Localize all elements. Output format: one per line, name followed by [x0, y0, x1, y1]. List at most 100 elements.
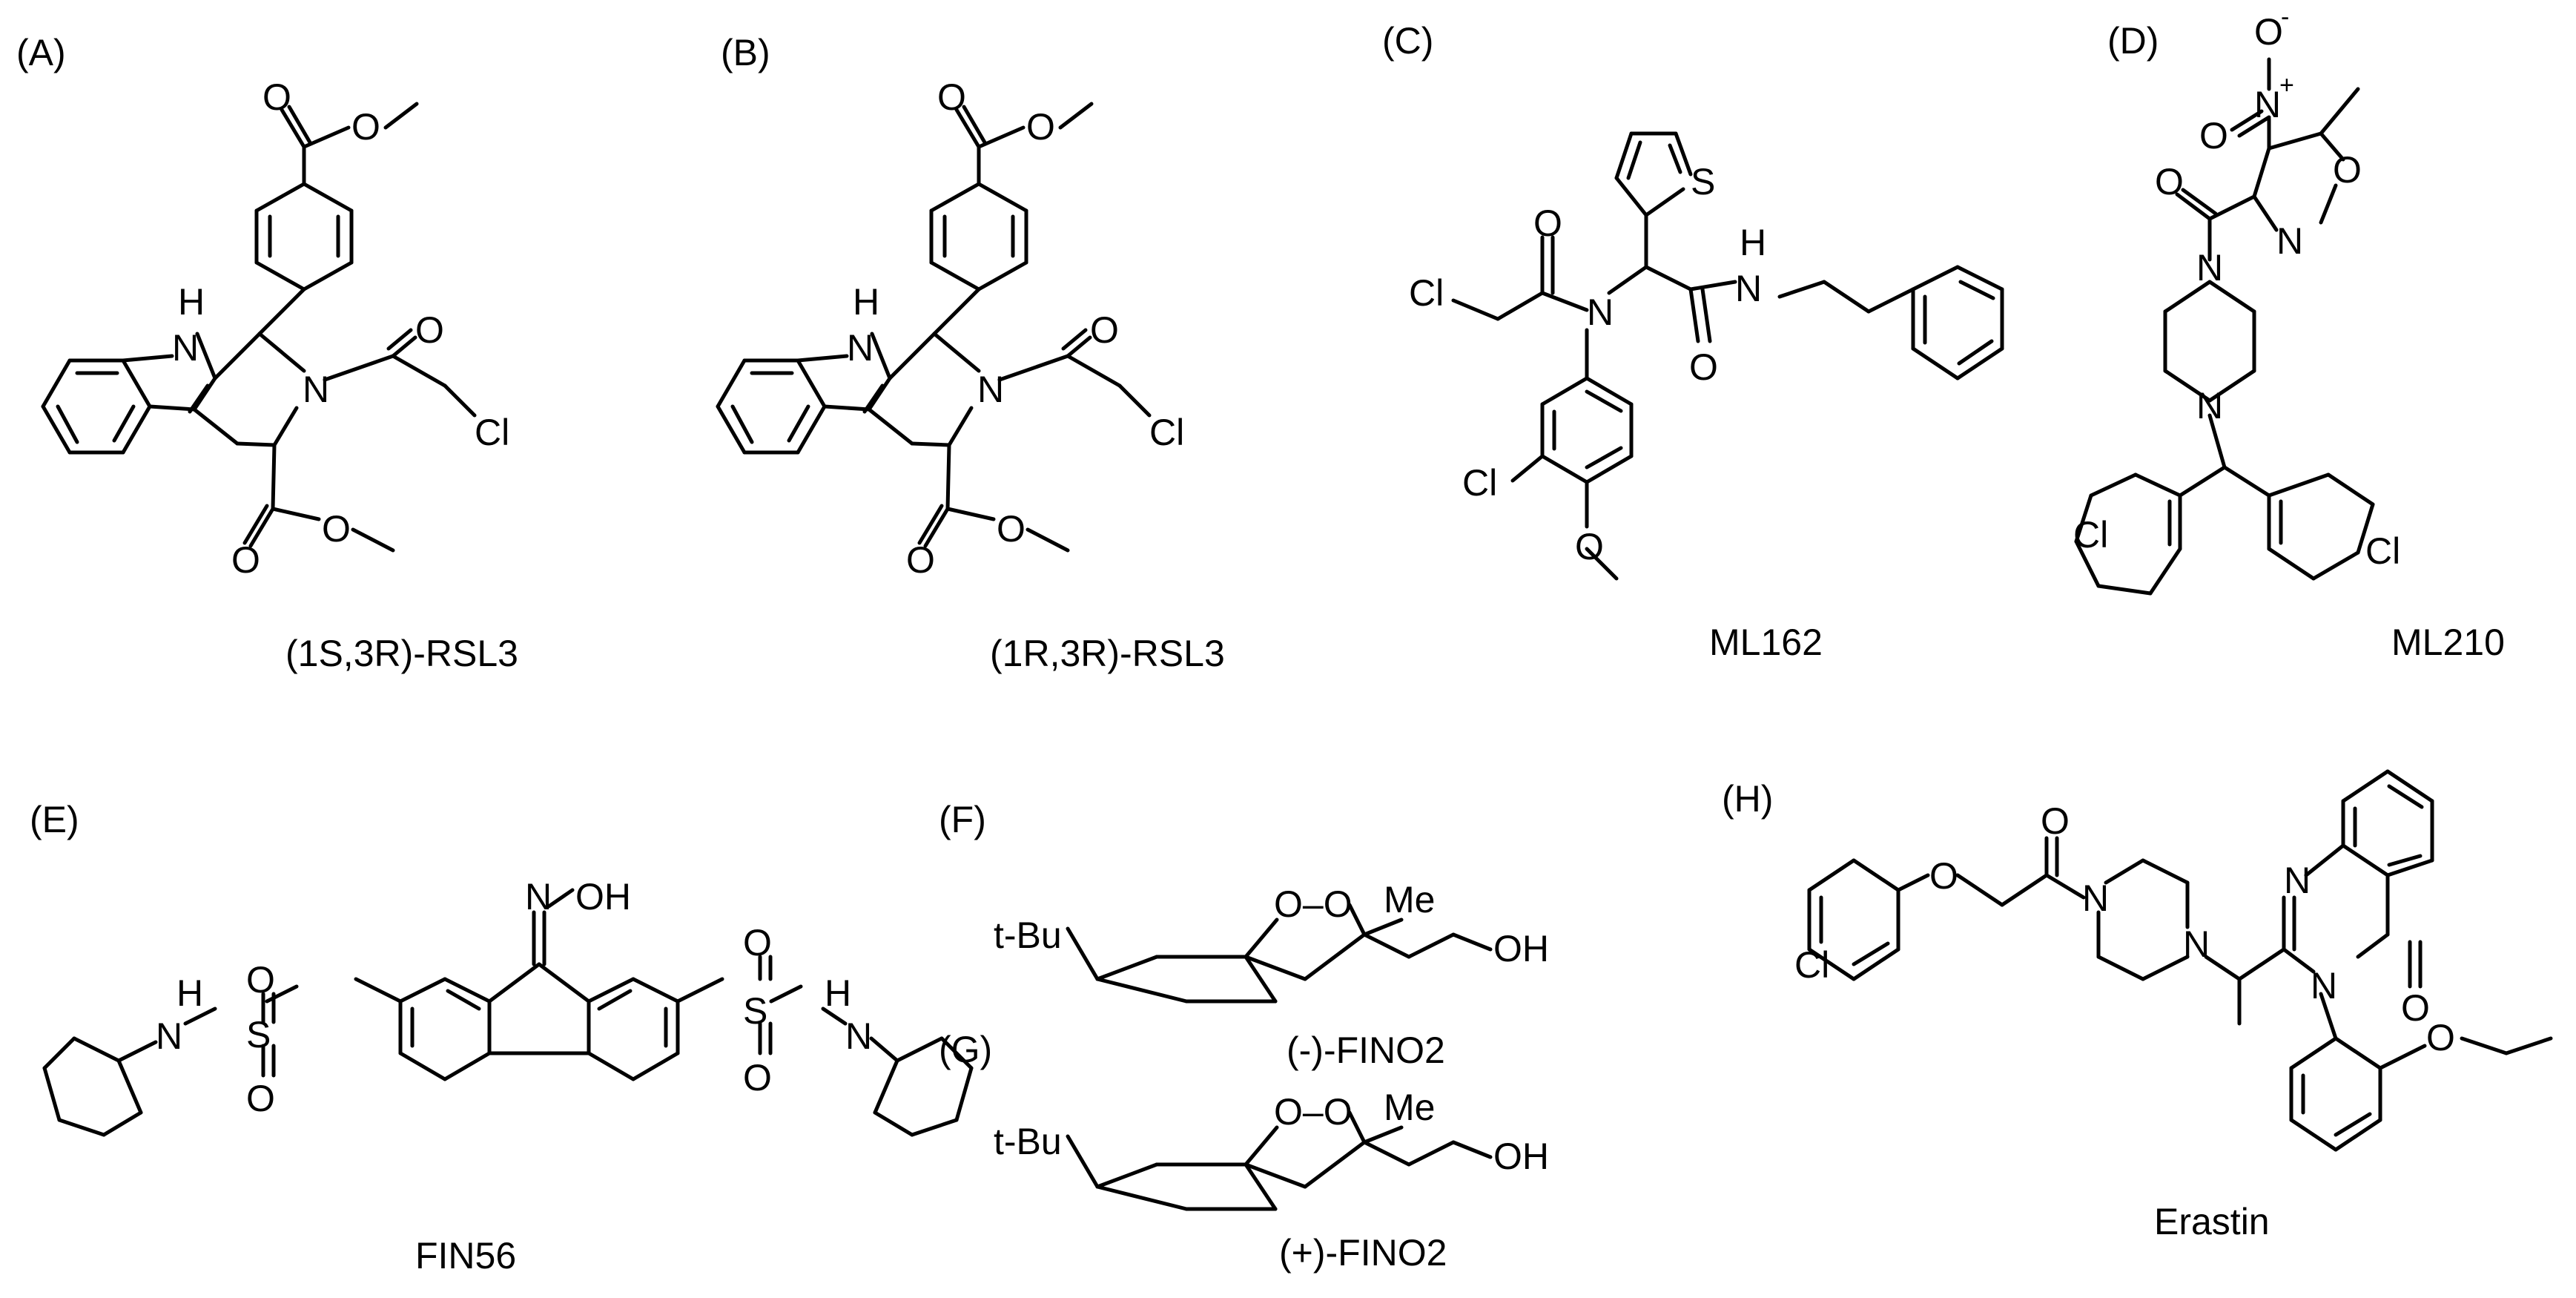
svg-text:Cl: Cl: [1409, 272, 1444, 314]
svg-text:O: O: [415, 309, 444, 351]
svg-text:OH: OH: [1493, 1136, 1549, 1177]
svg-text:N: N: [156, 1015, 182, 1057]
svg-text:Cl: Cl: [1794, 944, 1829, 986]
compound-name-c: ML162: [1709, 622, 1823, 663]
svg-text:O: O: [246, 959, 275, 1001]
svg-text:N: N: [977, 369, 1004, 410]
svg-text:N: N: [2254, 84, 2281, 125]
svg-text:N: N: [2196, 385, 2223, 426]
atom-labels-g: t-Bu O–O Me OH: [994, 1087, 1549, 1177]
svg-text:O: O: [937, 76, 966, 118]
svg-text:N: N: [303, 369, 329, 410]
svg-text:O: O: [246, 1078, 275, 1119]
svg-text:O: O: [2401, 987, 2430, 1029]
svg-text:N: N: [2196, 247, 2223, 289]
svg-text:O: O: [1575, 526, 1604, 567]
svg-text:t-Bu: t-Bu: [994, 915, 1062, 956]
svg-text:O: O: [906, 539, 935, 581]
svg-text:OH: OH: [1493, 928, 1549, 969]
structure-b: [716, 102, 1152, 553]
atom-labels-h: Cl O O N N N N O O: [1794, 800, 2455, 1058]
svg-text:H: H: [1740, 222, 1766, 263]
svg-text:O: O: [743, 1057, 772, 1098]
atom-labels-d: O - N + O O N O N N Cl Cl: [2073, 3, 2400, 572]
structure-c: [1451, 131, 2004, 581]
svg-text:N: N: [845, 1015, 872, 1057]
panel-label-f: (F): [939, 799, 986, 840]
compound-name-h: Erastin: [2154, 1201, 2270, 1242]
compound-name-f: (-)-FINO2: [1287, 1029, 1445, 1071]
svg-text:Cl: Cl: [1462, 462, 1497, 504]
panel-label-d: (D): [2107, 20, 2159, 62]
svg-text:H: H: [825, 972, 851, 1014]
svg-text:O: O: [2199, 115, 2228, 157]
compound-name-e: FIN56: [415, 1235, 516, 1276]
svg-text:N: N: [847, 327, 873, 369]
svg-text:O: O: [231, 539, 260, 581]
svg-text:O: O: [351, 106, 380, 148]
svg-text:N: N: [172, 327, 199, 369]
compound-name-d: ML210: [2391, 622, 2505, 663]
atom-labels-f: t-Bu O–O Me OH: [994, 879, 1549, 969]
svg-text:O: O: [322, 508, 351, 550]
svg-text:O: O: [262, 76, 291, 118]
panel-label-h: (H): [1722, 778, 1773, 820]
svg-text:H: H: [853, 281, 879, 323]
svg-text:N: N: [1735, 268, 1762, 309]
svg-text:S: S: [246, 1014, 271, 1055]
atom-labels-b: H N N O Cl O O O O: [847, 76, 1184, 581]
structure-e: [42, 888, 974, 1137]
svg-text:O: O: [997, 508, 1026, 550]
panel-label-b: (B): [721, 32, 770, 73]
svg-text:OH: OH: [575, 876, 631, 918]
svg-text:Cl: Cl: [2073, 514, 2108, 556]
svg-text:N: N: [1587, 291, 1614, 333]
svg-text:O: O: [2041, 800, 2070, 842]
svg-text:Me: Me: [1384, 1087, 1435, 1128]
structure-d: [2074, 57, 2375, 596]
atom-labels-a: H N N O Cl O O O O: [172, 76, 509, 581]
svg-text:O–O: O–O: [1274, 883, 1353, 925]
svg-text:N: N: [525, 876, 552, 918]
structure-h: [1807, 769, 2553, 1152]
panel-label-c: (C): [1382, 20, 1433, 62]
panel-label-e: (E): [30, 799, 79, 840]
svg-text:+: +: [2279, 71, 2294, 99]
atom-labels-e: N OH S O O H N S O O H N: [156, 876, 872, 1119]
svg-text:O: O: [1533, 202, 1562, 244]
svg-text:O: O: [1026, 106, 1055, 148]
svg-text:O: O: [1689, 346, 1718, 388]
structure-g: [1066, 1110, 1493, 1211]
compound-name-a: (1S,3R)-RSL3: [285, 633, 518, 674]
svg-text:t-Bu: t-Bu: [994, 1121, 1062, 1162]
svg-text:S: S: [1691, 161, 1715, 202]
svg-text:N: N: [2311, 965, 2337, 1007]
compound-name-g: (+)-FINO2: [1279, 1232, 1447, 1274]
structure-f: [1066, 903, 1493, 1004]
svg-text:O: O: [2426, 1017, 2455, 1058]
svg-text:O: O: [2333, 149, 2362, 191]
svg-text:N: N: [2183, 923, 2210, 965]
svg-text:N: N: [2284, 860, 2311, 901]
compound-name-b: (1R,3R)-RSL3: [990, 633, 1225, 674]
svg-text:O: O: [2254, 11, 2283, 53]
svg-text:N: N: [2276, 220, 2303, 262]
panel-label-a: (A): [16, 32, 66, 73]
svg-text:S: S: [743, 990, 767, 1032]
svg-text:O: O: [1090, 309, 1119, 351]
svg-text:Cl: Cl: [1149, 412, 1184, 453]
svg-text:O: O: [743, 922, 772, 963]
svg-text:N: N: [2082, 877, 2109, 919]
svg-text:O–O: O–O: [1274, 1091, 1353, 1133]
svg-text:Cl: Cl: [475, 412, 509, 453]
svg-text:H: H: [176, 972, 203, 1014]
atom-labels-c: Cl O N O H N S Cl O: [1409, 161, 1766, 567]
structure-a: [41, 102, 477, 553]
svg-text:H: H: [178, 281, 205, 323]
svg-text:O: O: [2155, 161, 2184, 202]
svg-text:Me: Me: [1384, 879, 1435, 920]
svg-text:Cl: Cl: [2365, 530, 2400, 572]
svg-text:O: O: [1929, 855, 1958, 897]
svg-text:-: -: [2281, 3, 2289, 31]
